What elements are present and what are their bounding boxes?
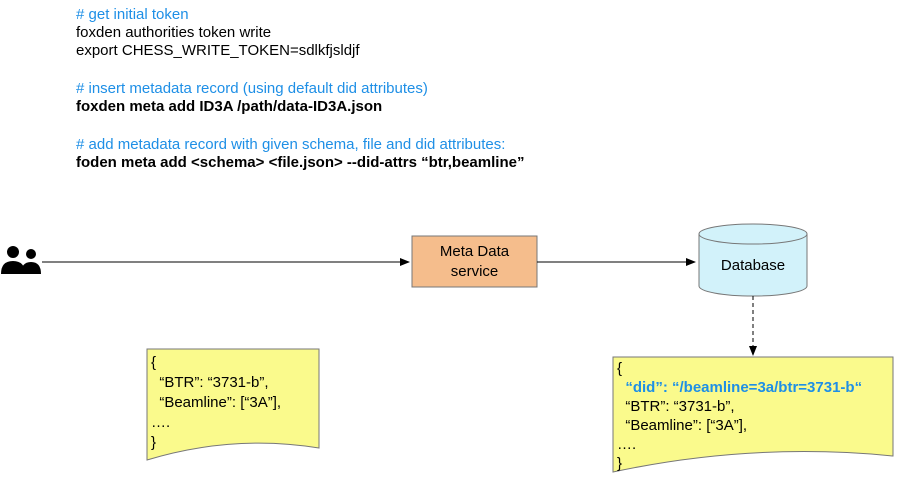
- note-left-line: “Beamline”: [“3A”],: [151, 394, 281, 411]
- service-label-line2: service: [451, 263, 499, 280]
- command-block-insert: # insert metadata record (using default …: [76, 80, 428, 116]
- note-right-line: “BTR”: “3731-b”,: [617, 398, 735, 415]
- note-left-line: “BTR”: “3731-b”,: [151, 374, 269, 391]
- note-right-line: “Beamline”: [“3A”],: [617, 417, 747, 434]
- comment-get-token: # get initial token: [76, 6, 189, 23]
- command-meta-add: foxden meta add ID3A /path/data-ID3A.jso…: [76, 98, 383, 115]
- database-cylinder: Database: [698, 223, 808, 297]
- note-input-json: { “BTR”: “3731-b”, “Beamline”: [“3A”], ……: [146, 348, 320, 461]
- note-right-line: ….: [617, 436, 636, 453]
- note-right-line: {: [617, 360, 622, 377]
- command-meta-add-schema: foden meta add <schema> <file.json> --di…: [76, 154, 525, 171]
- command-token-write: foxden authorities token write: [76, 24, 272, 41]
- command-export-token: export CHESS_WRITE_TOKEN=sdlkfjsldjf: [76, 42, 360, 59]
- note-left-line: ….: [151, 414, 170, 431]
- database-label: Database: [721, 257, 785, 274]
- command-block-token: # get initial token foxden authorities t…: [76, 6, 360, 60]
- service-label-line1: Meta Data: [440, 243, 510, 260]
- comment-add-with-schema: # add metadata record with given schema,…: [76, 136, 506, 153]
- note-right-line: }: [617, 455, 622, 472]
- note-left-line: {: [151, 354, 156, 371]
- users-icon: [1, 246, 41, 274]
- note-stored-record: { “did”: “/beamline=3a/btr=3731-b“ “BTR”…: [612, 356, 894, 473]
- command-block-schema: # add metadata record with given schema,…: [76, 136, 524, 172]
- note-left-line: }: [151, 434, 156, 451]
- comment-insert-record: # insert metadata record (using default …: [76, 80, 428, 97]
- meta-data-service-box: Meta Data service: [411, 235, 538, 288]
- note-right-did-line: “did”: “/beamline=3a/btr=3731-b“: [617, 379, 862, 396]
